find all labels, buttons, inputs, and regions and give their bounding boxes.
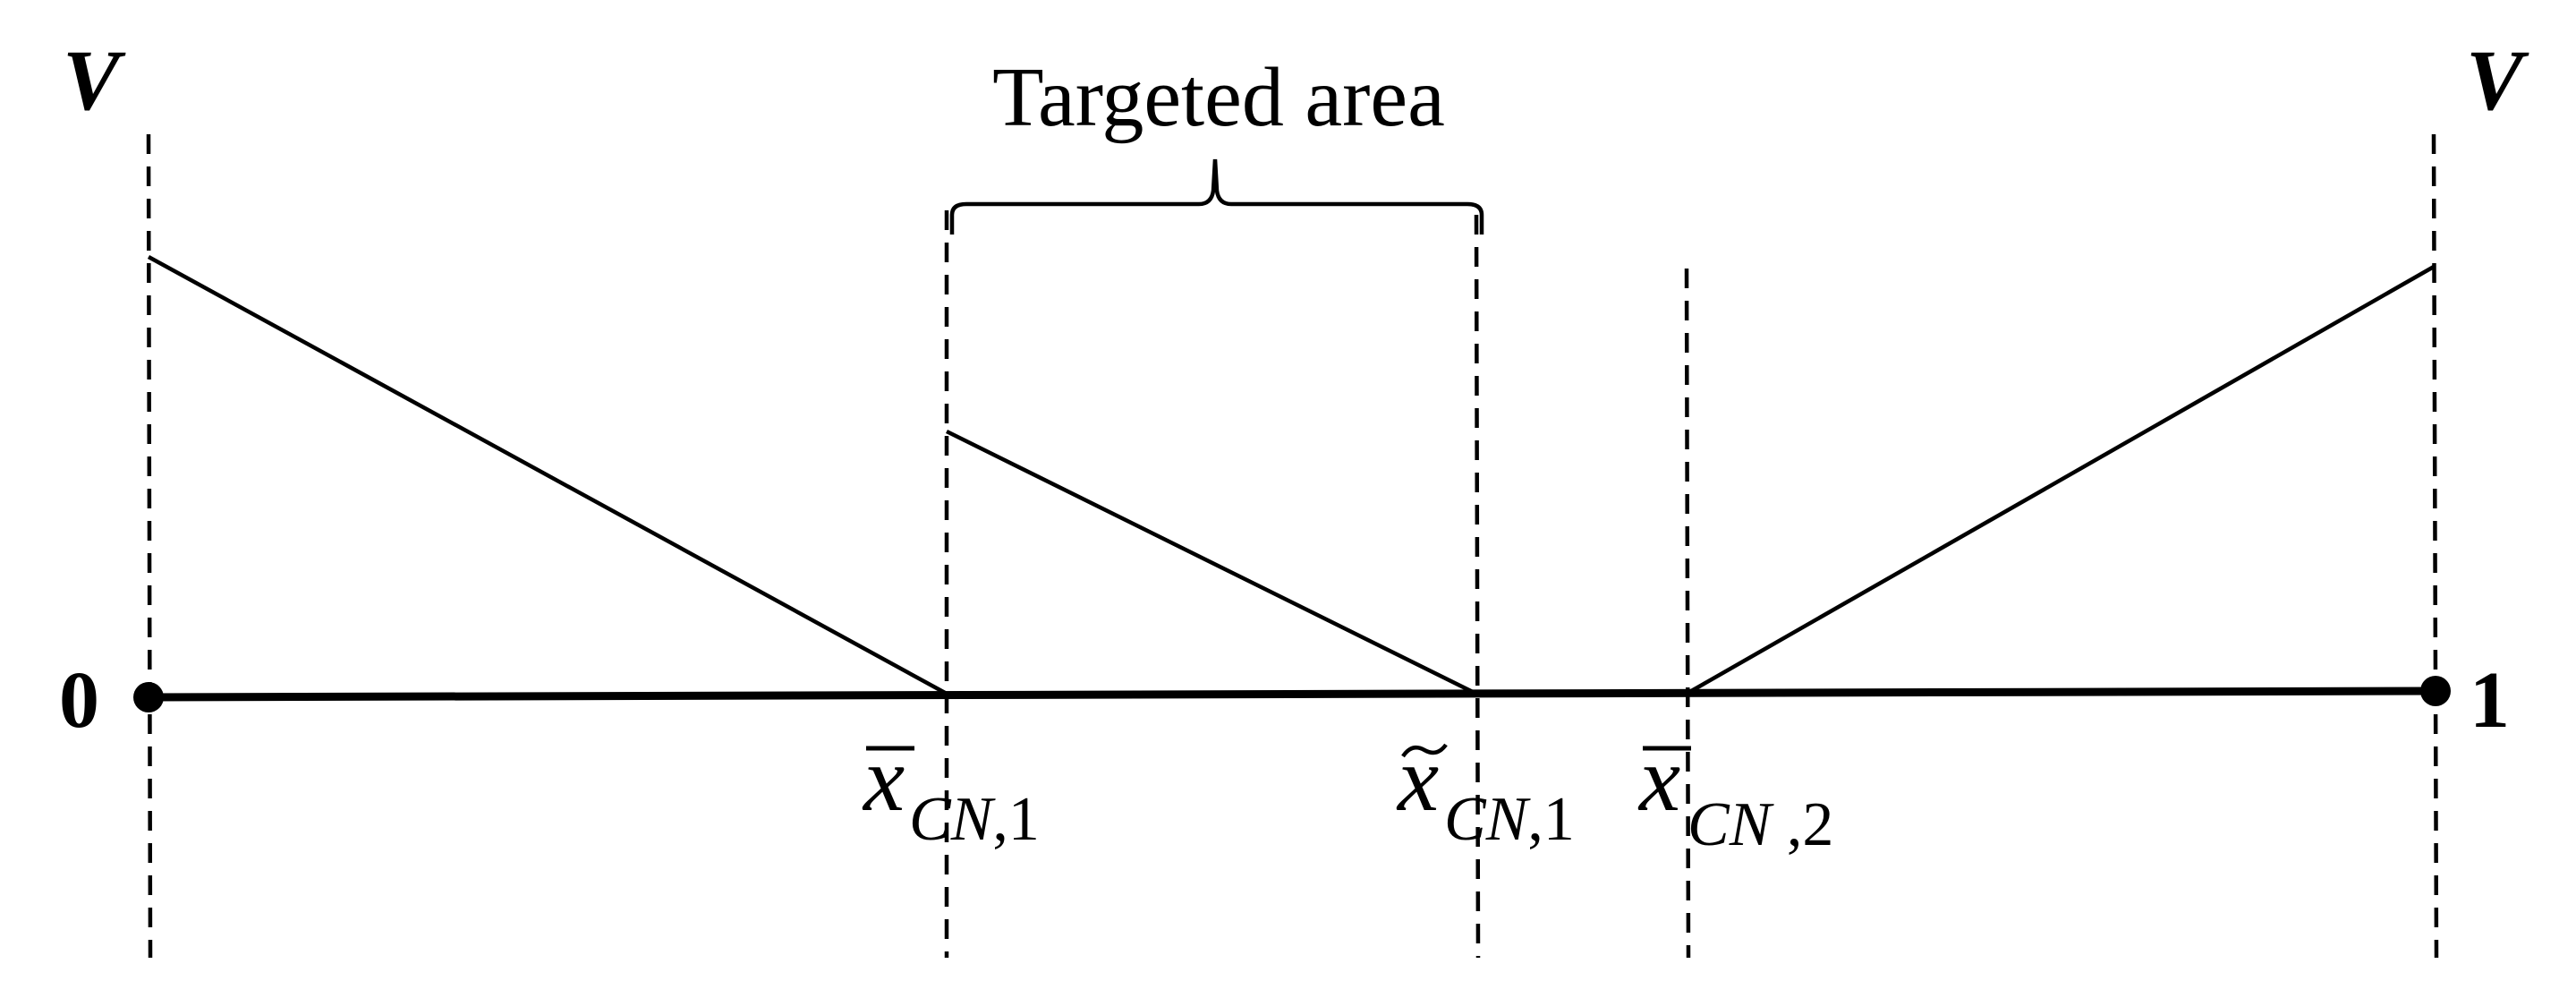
threshold-3-symbol: x (1637, 728, 1680, 831)
value-line-right (1685, 265, 2436, 695)
subscript-separator: , (1527, 785, 1543, 854)
tilde-accent (1401, 743, 1448, 758)
left-endpoint-dot (133, 682, 164, 712)
left-end-label: 0 (59, 656, 99, 745)
subscript-letters: CN (1444, 785, 1531, 854)
guide-left (146, 133, 153, 959)
threshold-2-subscript: CN,1 (1444, 785, 1575, 854)
threshold-2-symbol: x (1396, 728, 1439, 831)
threshold-3-subscript: CN ,2 (1688, 790, 1833, 859)
value-line-middle (946, 429, 1477, 696)
subscript-index: 2 (1802, 790, 1833, 859)
guide-right (2431, 133, 2439, 959)
threshold-1-label: x CN,1 (862, 728, 1040, 854)
dashed-guides (146, 133, 2439, 959)
subscript-separator: , (1771, 790, 1802, 859)
guide-threshold-2 (1474, 214, 1481, 959)
left-axis-label: V (63, 32, 126, 128)
right-end-label: 1 (2470, 656, 2510, 745)
subscript-separator: , (992, 785, 1008, 854)
right-axis-label: V (2466, 32, 2529, 128)
value-line-left (147, 255, 948, 695)
right-endpoint-dot (2420, 676, 2451, 706)
value-lines (147, 255, 2436, 696)
subscript-letters: CN (1688, 790, 1774, 859)
unit-interval-line (148, 687, 2436, 702)
targeted-area-brace (949, 158, 1484, 235)
guide-threshold-3 (1684, 268, 1691, 959)
subscript-letters: CN (909, 785, 996, 854)
targeted-area-label: Targeted area (992, 51, 1445, 144)
subscript-index: 1 (1543, 785, 1575, 854)
threshold-3-label: x CN ,2 (1637, 728, 1833, 859)
threshold-1-subscript: CN,1 (909, 785, 1040, 854)
subscript-index: 1 (1008, 785, 1040, 854)
threshold-2-label: x CN,1 (1396, 728, 1575, 854)
threshold-1-symbol: x (862, 728, 905, 831)
